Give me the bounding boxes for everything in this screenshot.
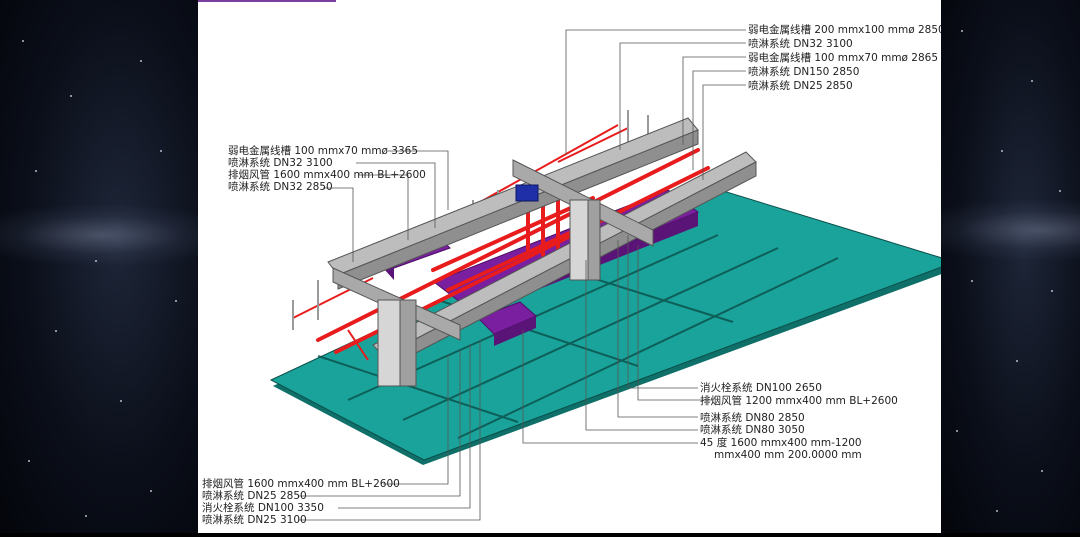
label-trunking-100x70-2865: 弱电金属线槽 100 mmx70 mmø 2865 [748,51,938,64]
label-elbow-45-line1: 45 度 1600 mmx400 mm-1200 [700,436,862,449]
labels-bottom-right: 消火栓系统 DN100 2650 排烟风管 1200 mmx400 mm BL+… [700,381,898,461]
equipment-box [515,184,539,202]
label-sprinkler-dn25-3100: 喷淋系统 DN25 3100 [202,513,307,526]
label-exhaust-duct-1200x400: 排烟风管 1200 mmx400 mm BL+2600 [700,394,898,407]
space-background-right [941,0,1080,533]
labels-bottom-left: 排烟风管 1600 mmx400 mm BL+2600 喷淋系统 DN25 28… [202,477,400,526]
label-sprinkler-dn25-2850-right: 喷淋系统 DN25 2850 [748,79,853,92]
nebula-band [0,205,198,265]
label-elbow-45-line2: mmx400 mm 200.0000 mm [714,449,862,461]
label-sprinkler-dn80-2850: 喷淋系统 DN80 2850 [700,411,805,424]
labels-top-left: 弱电金属线槽 100 mmx70 mmø 3365 喷淋系统 DN32 3100… [228,144,426,193]
label-exhaust-duct-1600x400-bottom: 排烟风管 1600 mmx400 mm BL+2600 [202,477,400,490]
leader-lines [298,29,746,521]
label-hydrant-dn100-2650: 消火栓系统 DN100 2650 [700,381,822,394]
slide-canvas: 弱电金属线槽 200 mmx100 mmø 2850 喷淋系统 DN32 310… [198,0,958,533]
space-background-left [0,0,198,533]
label-trunking-100x70-3365: 弱电金属线槽 100 mmx70 mmø 3365 [228,144,418,157]
label-sprinkler-dn32-2850: 喷淋系统 DN32 2850 [228,180,333,193]
label-sprinkler-dn25-2850-left: 喷淋系统 DN25 2850 [202,489,307,502]
label-trunking-200x100: 弱电金属线槽 200 mmx100 mmø 2850 [748,23,941,36]
label-sprinkler-dn80-3050: 喷淋系统 DN80 3050 [700,423,805,436]
floor-slab [269,181,958,465]
slide-accent-bar [198,0,336,2]
label-sprinkler-dn32-3100-left: 喷淋系统 DN32 3100 [228,156,333,169]
bim-model-diagram: 弱电金属线槽 200 mmx100 mmø 2850 喷淋系统 DN32 310… [202,23,958,526]
label-sprinkler-dn150: 喷淋系统 DN150 2850 [748,65,859,78]
label-sprinkler-dn32-3100-right: 喷淋系统 DN32 3100 [748,37,853,50]
label-hydrant-dn100-3350: 消火栓系统 DN100 3350 [202,501,324,514]
nebula-band [941,200,1080,260]
label-exhaust-duct-1600x400-top: 排烟风管 1600 mmx400 mm BL+2600 [228,168,426,181]
labels-top-right: 弱电金属线槽 200 mmx100 mmø 2850 喷淋系统 DN32 310… [748,23,945,92]
structural-beams [327,117,757,387]
